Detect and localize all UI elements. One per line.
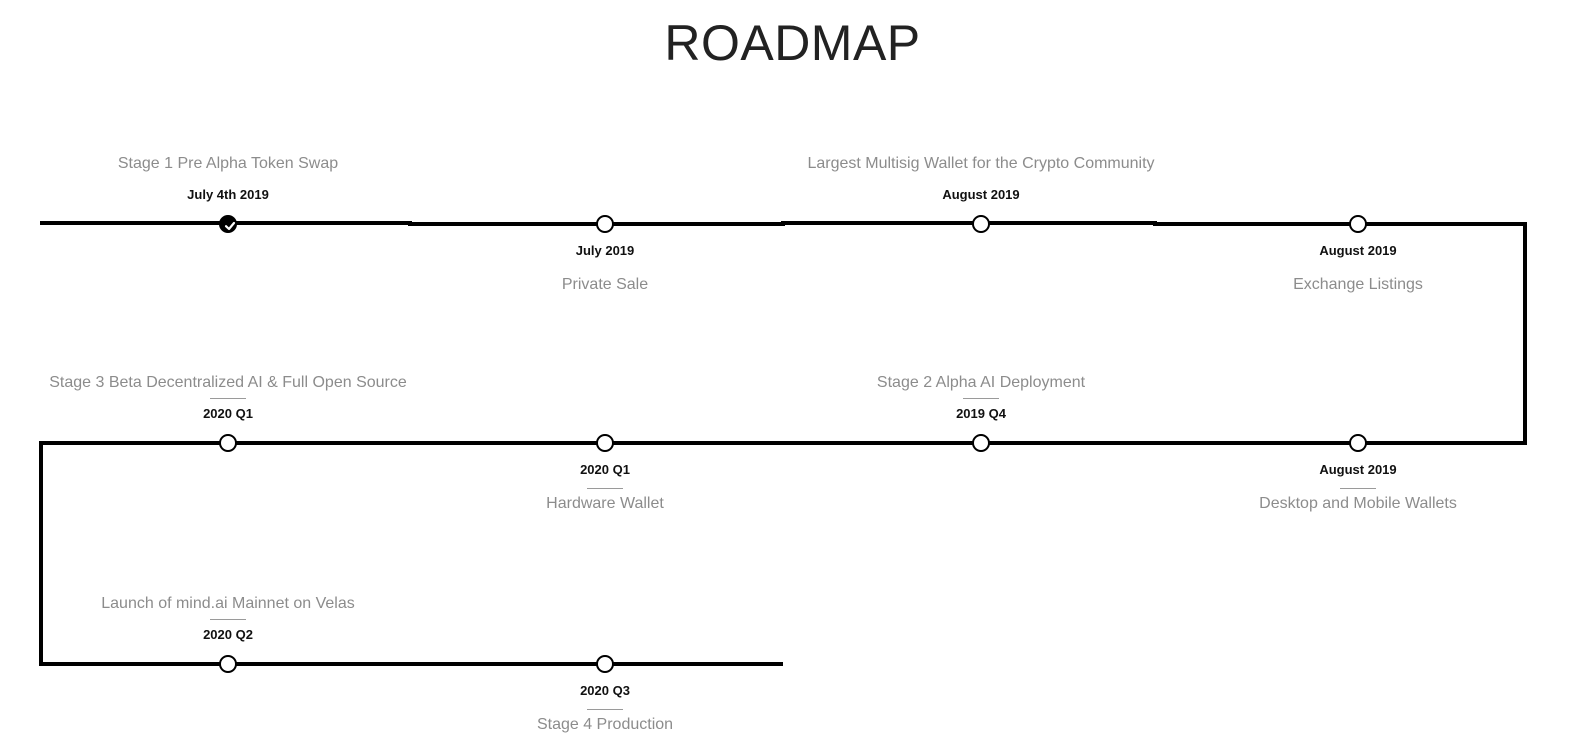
milestone-divider [587,709,623,710]
milestone-marker [596,434,614,452]
milestone-marker [1349,434,1367,452]
milestone-marker [219,434,237,452]
milestone-date: 2019 Q4 [956,406,1006,421]
milestone-date: August 2019 [942,187,1020,202]
milestone-divider [210,398,246,399]
milestone-label: Stage 1 Pre Alpha Token Swap [117,155,339,172]
milestone-marker [596,215,614,233]
page-title: ROADMAP [664,15,921,71]
milestone-divider [963,398,999,399]
milestone-date: 2020 Q2 [203,627,253,642]
milestone-completed-marker [219,215,237,233]
milestone-divider [587,488,623,489]
milestone-divider [210,619,246,620]
milestone-marker [1349,215,1367,233]
milestone-marker [596,655,614,673]
milestone-label: Desktop and Mobile Wallets [1259,495,1457,512]
milestone-label: Largest Multisig Wallet for the Crypto C… [807,155,1155,172]
milestone-date: July 4th 2019 [187,187,269,202]
milestone-label: Stage 3 Beta Decentralized AI & Full Ope… [49,374,407,391]
milestone-label: Stage 4 Production [536,716,674,733]
milestone-label: Private Sale [561,276,649,293]
milestone-label: Hardware Wallet [546,495,664,512]
milestone-date: August 2019 [1319,462,1397,477]
milestone-label: Launch of mind.ai Mainnet on Velas [101,595,355,612]
milestone-date: August 2019 [1319,243,1397,258]
milestone-date: 2020 Q1 [203,406,253,421]
milestone-marker [219,655,237,673]
milestone-date: 2020 Q1 [580,462,630,477]
milestone-label: Stage 2 Alpha AI Deployment [876,374,1086,391]
milestone-marker [972,434,990,452]
milestone-date: 2020 Q3 [580,683,630,698]
milestone-date: July 2019 [575,243,635,258]
check-icon [224,221,236,231]
milestone-divider [1340,488,1376,489]
milestone-label: Exchange Listings [1293,276,1423,293]
milestone-marker [972,215,990,233]
